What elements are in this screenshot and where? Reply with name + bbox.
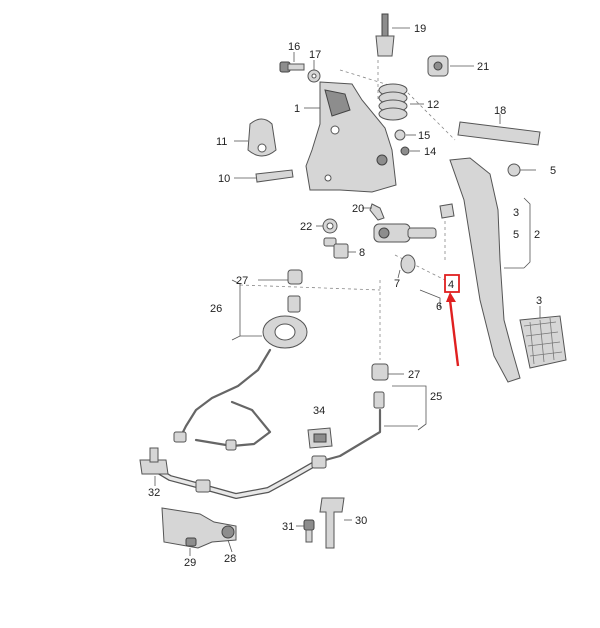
part-25-pipe (316, 385, 427, 464)
callout-31: 31 (282, 521, 294, 533)
part-20-screw (362, 203, 385, 221)
part-32-tee (139, 447, 169, 486)
part-18-bar (457, 114, 541, 146)
part-14-clip (400, 146, 420, 156)
part-17-washer (307, 60, 321, 83)
part-34-clip (307, 427, 333, 449)
callout-10: 10 (218, 173, 230, 185)
part-26-release (231, 279, 308, 349)
callout-7: 7 (394, 278, 400, 290)
callout-25: 25 (430, 391, 442, 403)
part-11-stop (234, 118, 277, 157)
callout-19: 19 (414, 23, 426, 35)
part-27-bushing-lower (371, 363, 404, 381)
part-12-spring (378, 83, 424, 121)
callout-26: 26 (210, 303, 222, 315)
callout-11: 11 (216, 136, 227, 148)
callout-4: 4 (448, 279, 454, 291)
callout-3b: 3 (536, 295, 542, 307)
callout-5b: 5 (513, 229, 519, 241)
callout-8: 8 (359, 247, 365, 259)
callout-3a: 3 (513, 207, 519, 219)
part-10-pin (234, 169, 294, 183)
callout-20: 20 (352, 203, 364, 215)
part-21-switch (427, 55, 474, 77)
part-29-screw (185, 537, 197, 556)
part-30-bracket (319, 497, 352, 549)
callout-17: 17 (309, 49, 321, 61)
part-2-pedal (449, 157, 536, 383)
callout-28: 28 (224, 553, 236, 565)
callout-34: 34 (313, 405, 325, 417)
part-8-sensor (333, 243, 356, 259)
highlight-callout-4 (444, 274, 460, 367)
callout-30: 30 (355, 515, 367, 527)
part-6-cylinder (373, 223, 441, 308)
part-4-clip (439, 203, 455, 219)
part-3-pad (519, 306, 567, 369)
pipe-lower-left (173, 348, 272, 451)
callout-14: 14 (424, 146, 436, 158)
part-16-bolt (279, 52, 305, 73)
callout-29: 29 (184, 557, 196, 569)
part-7-bushing (397, 254, 416, 279)
part-27-bushing-upper (258, 269, 303, 285)
callout-32: 32 (148, 487, 160, 499)
part-1-bracket (304, 81, 397, 193)
callout-labels: 19 16 17 21 1 12 18 15 11 14 5 10 20 3 2… (148, 23, 556, 569)
callout-6: 6 (436, 301, 442, 313)
callout-27b: 27 (408, 369, 420, 381)
part-15-nut (394, 129, 416, 141)
callout-12: 12 (427, 99, 439, 111)
part-31-bolt (296, 519, 315, 543)
callout-16: 16 (288, 41, 300, 53)
callout-18: 18 (494, 105, 506, 117)
hose-main (157, 455, 327, 499)
part-19-clip (375, 13, 410, 57)
callout-15: 15 (418, 130, 430, 142)
callout-5a: 5 (550, 165, 556, 177)
callout-22: 22 (300, 221, 312, 233)
callout-21: 21 (477, 61, 489, 73)
part-22-nut (316, 218, 338, 247)
callout-27a: 27 (236, 275, 248, 287)
callout-1: 1 (294, 103, 300, 115)
callout-2: 2 (534, 229, 540, 241)
part-28-slave (161, 507, 237, 553)
